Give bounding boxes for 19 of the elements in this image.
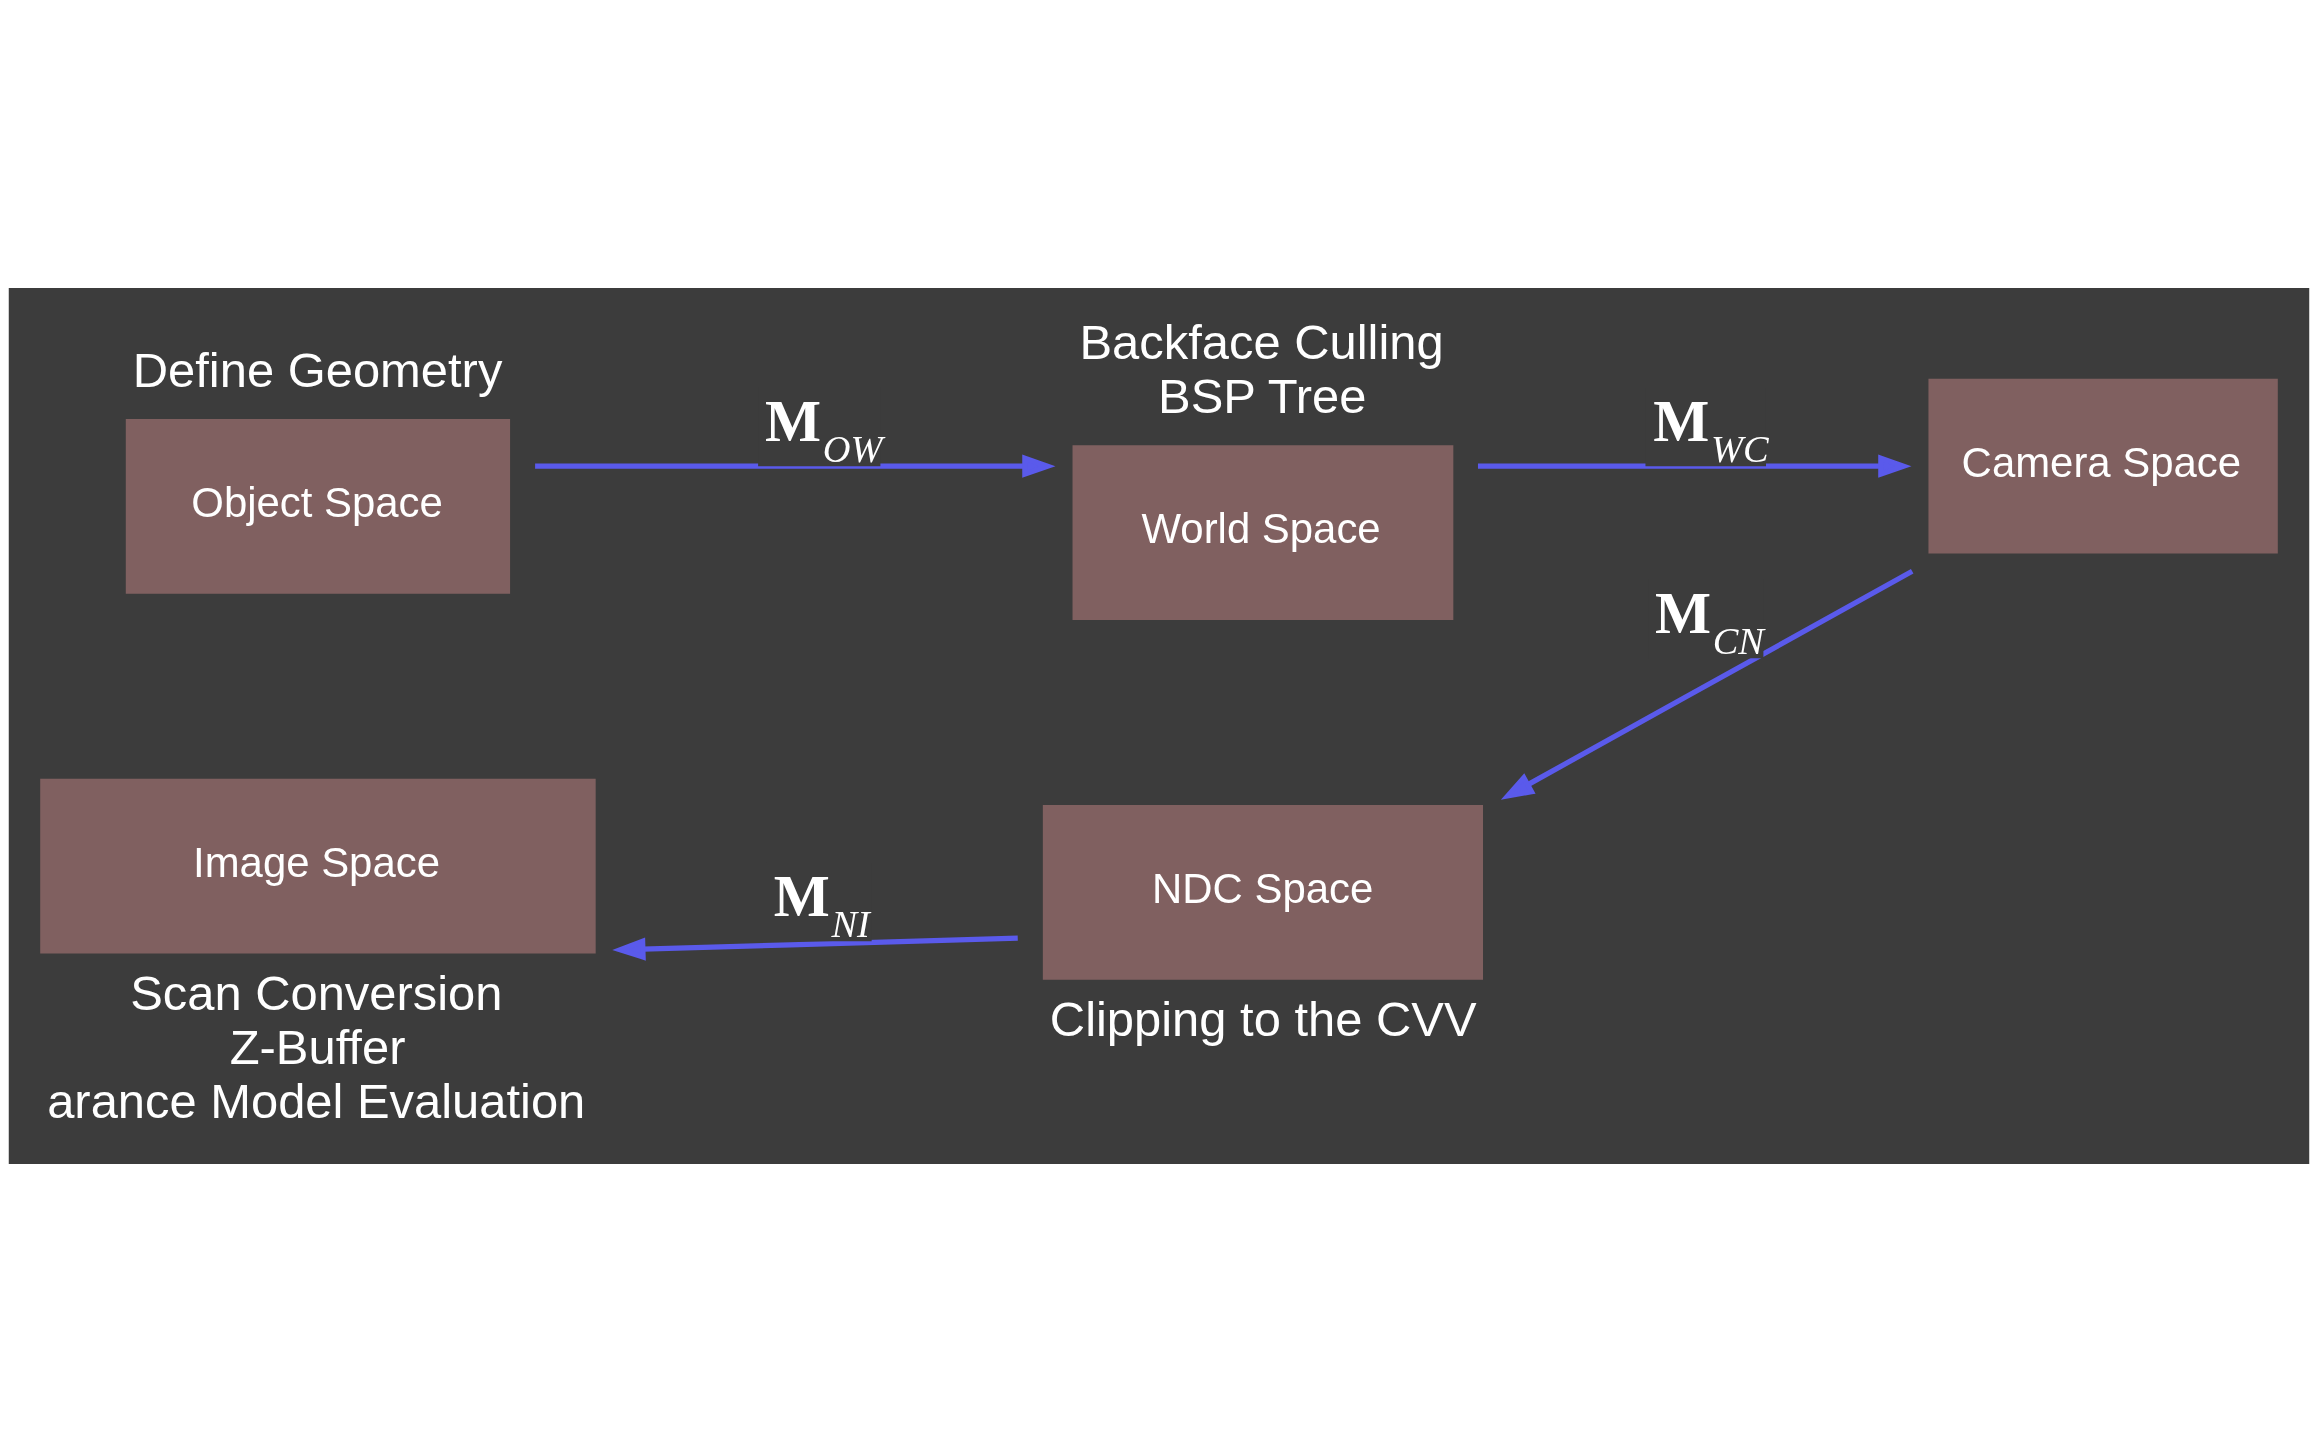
node-label: BSP Tree bbox=[1158, 368, 1367, 423]
node-box: World Space bbox=[1072, 444, 1454, 620]
node-label: Define Geometry bbox=[132, 342, 503, 397]
node-label: Clipping to the CVV bbox=[1049, 991, 1477, 1046]
node-box: Camera Space bbox=[1928, 378, 2278, 553]
edge-label: M$_{CN}$ bbox=[1655, 579, 1764, 662]
edge-label: M$_{NI}$ bbox=[773, 862, 870, 945]
edge-label: M$_{WC}$ bbox=[1653, 387, 1769, 470]
arrow bbox=[612, 934, 1018, 961]
arrow bbox=[1500, 568, 1914, 800]
node-label: Scan Conversion bbox=[130, 965, 503, 1020]
arrow bbox=[1478, 454, 1912, 478]
arrow bbox=[535, 454, 1056, 478]
node-box: Object Space bbox=[125, 418, 511, 594]
node-label: Backface Culling bbox=[1079, 314, 1444, 369]
node-box: NDC Space bbox=[1042, 804, 1483, 980]
node-label: arance Model Evaluation bbox=[47, 1073, 586, 1128]
node-box: Image Space bbox=[40, 778, 596, 953]
node-label: Z-Buffer bbox=[229, 1019, 406, 1074]
